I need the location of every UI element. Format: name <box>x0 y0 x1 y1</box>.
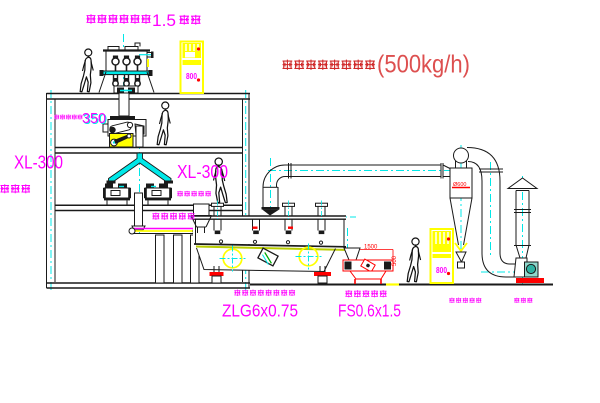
svg-text:800: 800 <box>186 72 197 81</box>
svg-text:500: 500 <box>392 255 398 266</box>
svg-text:1500: 1500 <box>364 245 378 251</box>
svg-text:ZLG6x0.75: ZLG6x0.75 <box>222 301 298 321</box>
svg-text:800: 800 <box>436 266 447 275</box>
svg-text:Ø600: Ø600 <box>453 182 466 188</box>
svg-text:1.5: 1.5 <box>152 11 176 30</box>
svg-text:XL-300: XL-300 <box>177 161 228 182</box>
svg-text:XL-300: XL-300 <box>14 152 63 173</box>
svg-text:350: 350 <box>83 111 107 128</box>
svg-text:FS0.6x1.5: FS0.6x1.5 <box>338 301 401 321</box>
svg-text:350: 350 <box>82 110 106 127</box>
svg-text:(500kg/h): (500kg/h) <box>377 51 470 79</box>
